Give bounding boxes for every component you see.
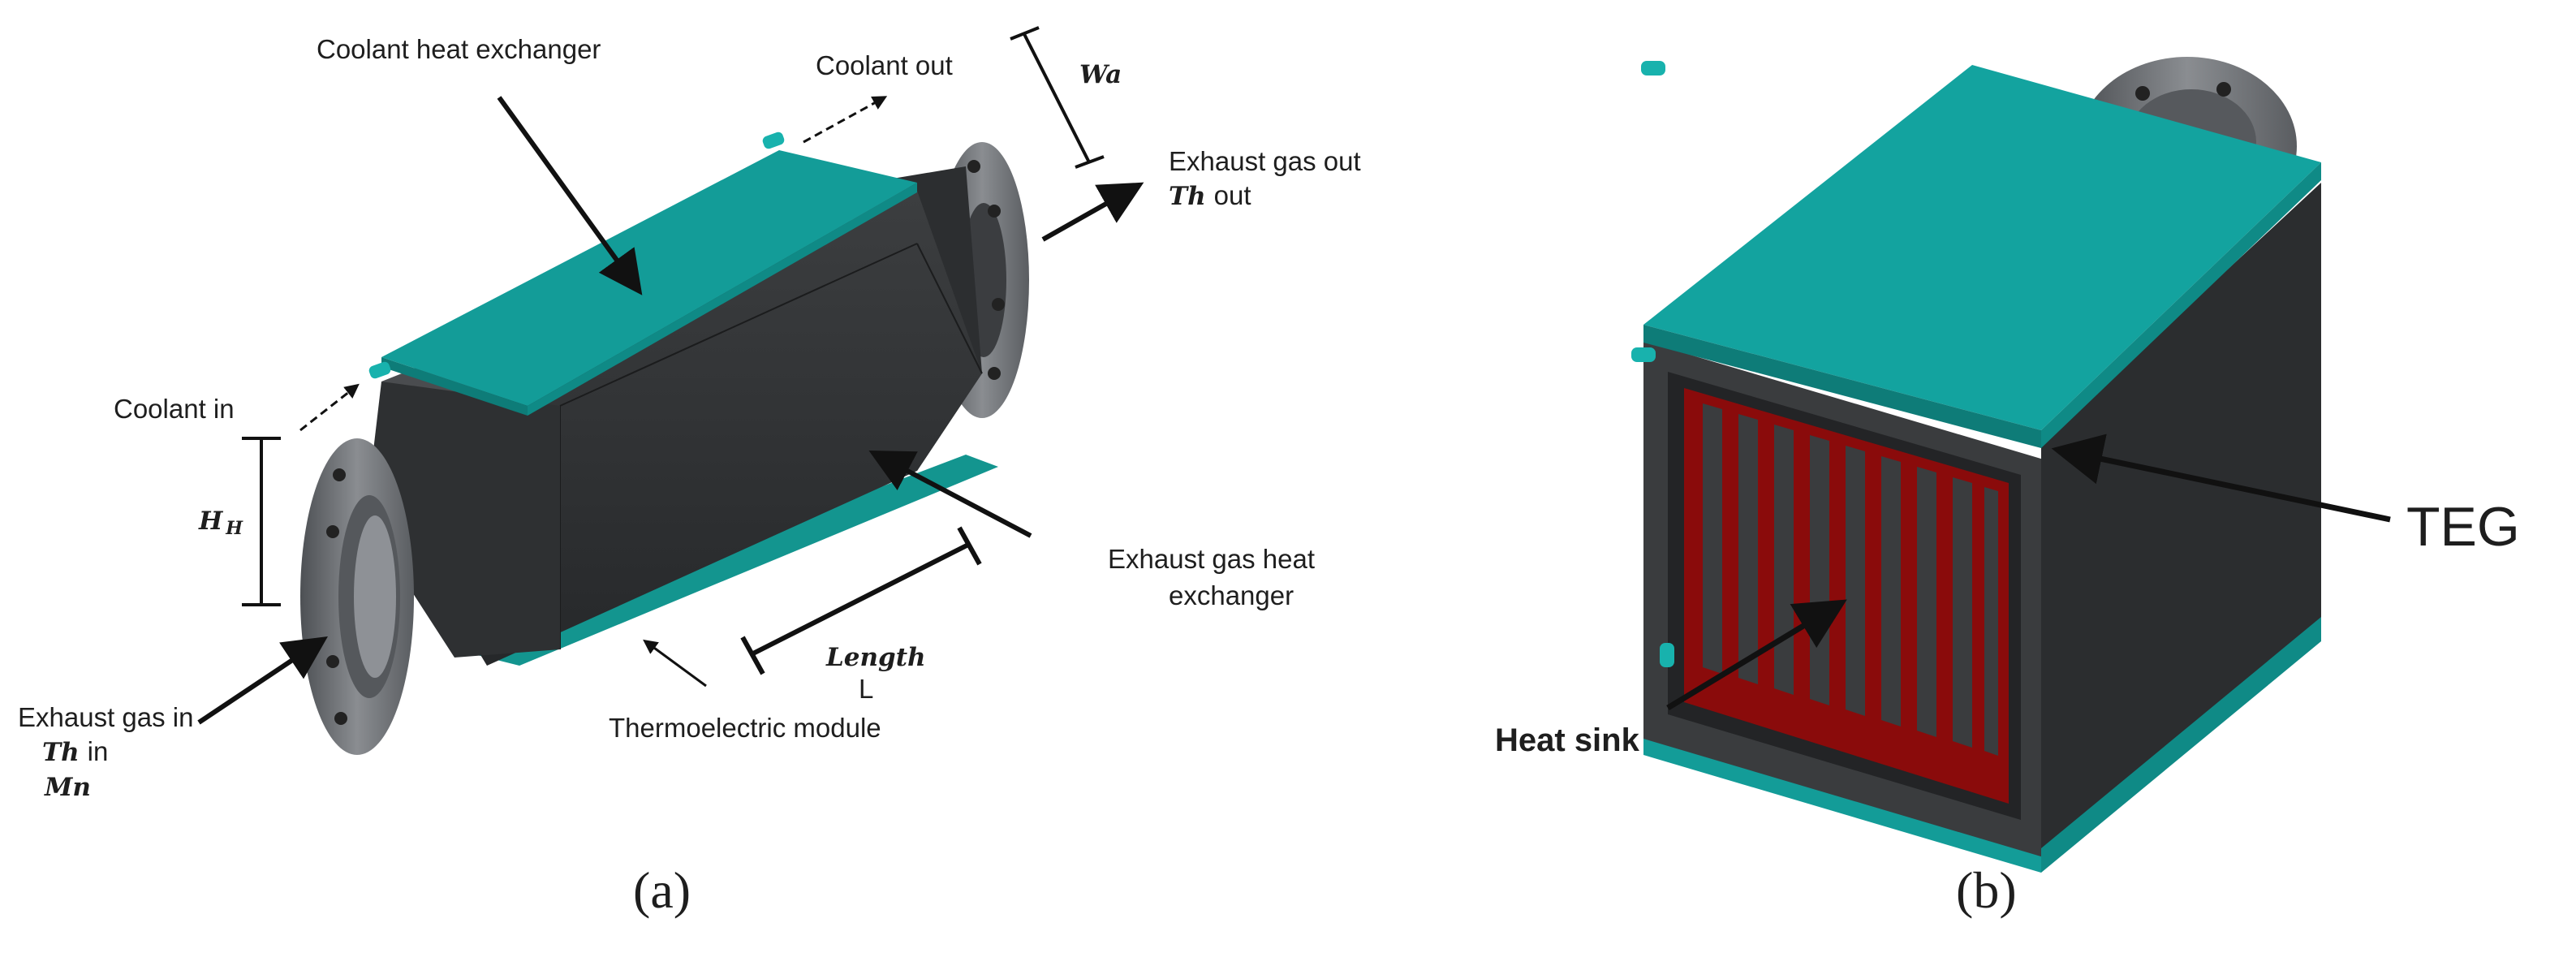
label-exhaust-gas-out: Exhaust gas out	[1169, 146, 1361, 176]
housing-right-side	[2041, 183, 2321, 856]
label-coolant-in: Coolant in	[114, 394, 235, 424]
coolant-inlet-pipe	[368, 361, 391, 379]
wa-dimension	[1010, 26, 1105, 169]
top-coolant-plate-b	[1643, 65, 2321, 430]
label-wa: Wa	[1079, 60, 1122, 89]
exhaust-gas-in-arrow	[197, 636, 328, 725]
coolant-heat-exchanger-arrow	[497, 96, 643, 295]
label-coolant-out: Coolant out	[816, 50, 953, 80]
label-exhaust-gas-in: Exhaust gas in	[18, 702, 193, 732]
caption-b: (b)	[1956, 861, 2017, 919]
teg-arrow	[2051, 433, 2391, 523]
coolant-pipe-left-b	[1631, 347, 1656, 362]
label-thermoelectric-module: Thermoelectric module	[609, 713, 881, 743]
label-th-in: Th in	[42, 736, 108, 767]
label-hh: H H	[198, 507, 243, 539]
label-th-out: Th out	[1169, 180, 1251, 211]
coolant-outlet-pipe	[762, 132, 785, 149]
label-exhaust-gas-heat-exchanger-line1: Exhaust gas heat	[1108, 544, 1315, 574]
label-coolant-heat-exchanger: Coolant heat exchanger	[317, 34, 601, 64]
panel-a-device	[300, 132, 1029, 755]
hh-dimension	[242, 437, 281, 606]
label-length: Length	[825, 643, 926, 672]
length-dimension	[740, 526, 982, 675]
label-exhaust-gas-heat-exchanger-line2: exchanger	[1169, 580, 1294, 610]
coolant-in-arrow	[299, 383, 360, 432]
coolant-out-arrow	[803, 96, 888, 144]
top-coolant-plate	[381, 150, 917, 406]
coolant-pipe-bottom-b	[1660, 643, 1674, 667]
label-teg: TEG	[2406, 496, 2520, 558]
label-length-l: L	[859, 674, 873, 704]
exhaust-gas-out-arrow	[1041, 182, 1144, 242]
label-heat-sink: Heat sink	[1495, 722, 1640, 758]
heat-sink-arrow	[1666, 599, 1847, 710]
label-mn: Mn	[44, 773, 91, 802]
panel-b-annotations: TEG Heat sink	[1495, 433, 2520, 758]
panel-b-device	[1631, 57, 2321, 873]
panel-a-annotations: Coolant heat exchanger Coolant out Wa Ex…	[18, 26, 1361, 802]
caption-a: (a)	[633, 861, 691, 919]
coolant-pipe-top-b	[1641, 61, 1665, 75]
inlet-cone	[365, 382, 560, 658]
thermoelectric-module-arrow	[643, 639, 707, 688]
exhaust-gas-heat-exchanger-arrow	[868, 450, 1032, 538]
